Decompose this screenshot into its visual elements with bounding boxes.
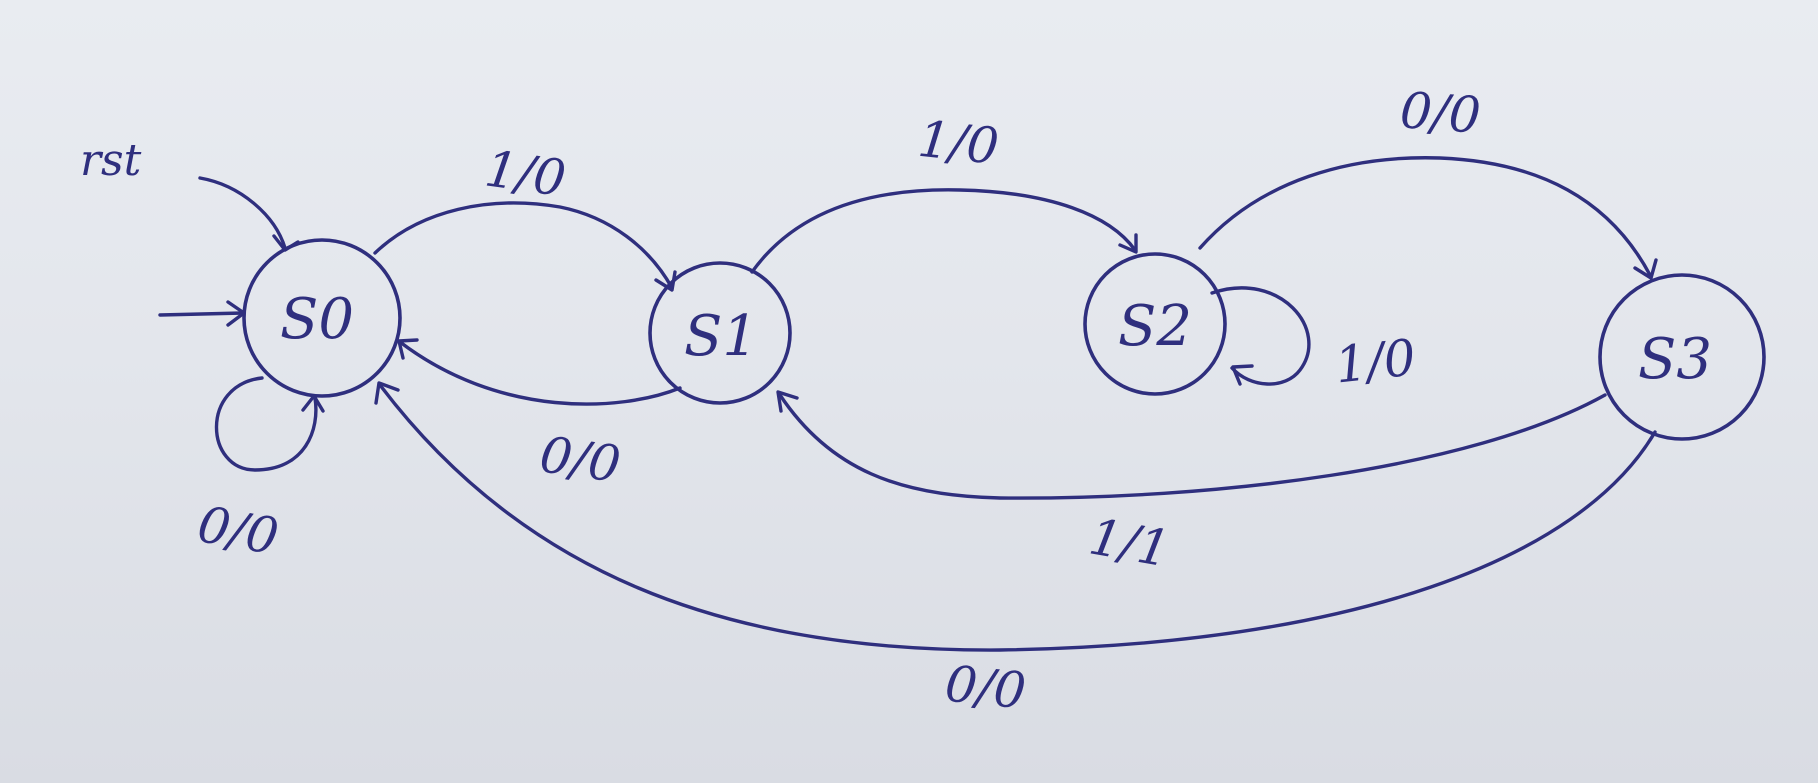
- transition-s3-s1-label: 1/1: [1085, 507, 1174, 578]
- transition-s1-s2: 1/0: [750, 110, 1138, 274]
- transition-s0-s0: 0/0: [193, 376, 325, 566]
- transition-s1-s2-label: 1/0: [915, 110, 1001, 176]
- transition-s2-s3-arc: [1198, 156, 1652, 277]
- transition-s1-s0-arrowhead: [397, 338, 419, 360]
- transition-s3-s1-arc: [778, 393, 1607, 500]
- state-s1-label: S1: [684, 304, 758, 369]
- state-s3-label: S3: [1638, 327, 1712, 392]
- transition-s2-s3: 0/0: [1198, 81, 1658, 280]
- transition-s3-s0: 0/0: [374, 381, 1657, 721]
- transition-s0-s0-arrowhead: [301, 394, 325, 413]
- state-s3-circle: [1598, 273, 1766, 441]
- state-s1-circle: [648, 261, 792, 405]
- transition-s3-s0-arrowhead: [374, 381, 400, 405]
- transition-s1-s0: 0/0: [397, 338, 682, 494]
- transition-s2-s2: 1/0: [1210, 286, 1418, 395]
- state-s2-circle: [1083, 252, 1227, 396]
- state-s0-label: S0: [280, 287, 354, 352]
- reset-label: rst: [80, 135, 142, 186]
- transition-s3-s0-arc: [378, 383, 1657, 652]
- transition-s1-s0-label: 0/0: [536, 425, 624, 494]
- transition-s3-s1: 1/1: [776, 390, 1607, 579]
- state-s1: S1: [648, 261, 792, 405]
- start-arrow: [158, 300, 246, 327]
- transition-s0-s0-arc: [214, 376, 318, 472]
- transition-s1-s2-arc: [750, 188, 1137, 274]
- transition-s1-s2-arrowhead: [1118, 233, 1138, 254]
- transition-s3-s0-label: 0/0: [942, 654, 1028, 720]
- transition-s2-s2-arc: [1210, 286, 1311, 386]
- transition-s2-s2-arrowhead: [1231, 364, 1254, 386]
- transition-s0-s0-label: 0/0: [193, 495, 282, 566]
- state-s0: S0: [242, 238, 402, 398]
- state-s2-label: S2: [1118, 294, 1192, 359]
- reset-input: rst: [80, 135, 300, 252]
- transition-s2-s2-label: 1/0: [1332, 328, 1418, 394]
- transition-s0-s1-arrowhead: [654, 270, 677, 292]
- transition-s1-s0-arc: [398, 340, 682, 406]
- transition-s0-s1-arc: [373, 201, 674, 290]
- state-s2: S2: [1083, 252, 1227, 396]
- transition-s3-s1-arrowhead: [776, 390, 799, 413]
- transition-s0-s1-label: 1/0: [482, 139, 570, 208]
- transition-s2-s3-label: 0/0: [1398, 81, 1482, 144]
- transition-s0-s1: 1/0: [373, 139, 677, 292]
- reset-arrow: [198, 176, 287, 250]
- state-s3: S3: [1598, 273, 1766, 441]
- state-s0-circle: [242, 238, 402, 398]
- transition-s2-s3-arrowhead: [1633, 258, 1658, 280]
